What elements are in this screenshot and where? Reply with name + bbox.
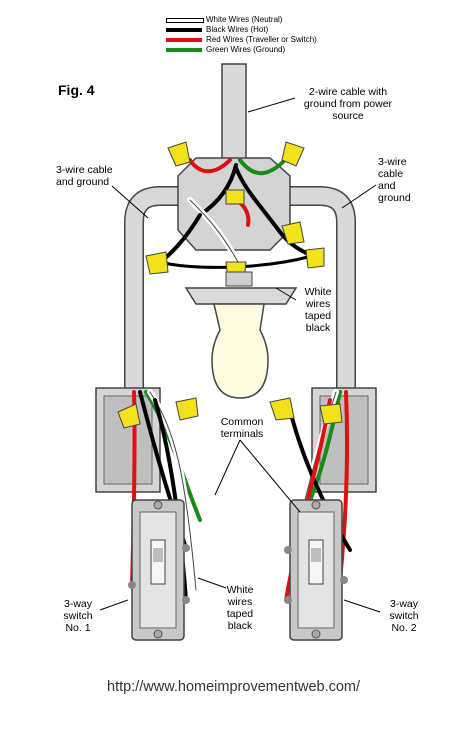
- ceiling-wires: [158, 158, 314, 269]
- light-fixture: [184, 271, 298, 399]
- legend-label-black: Black Wires (Hot): [206, 25, 269, 34]
- left-conduit: [124, 186, 195, 392]
- power-cable-label: 2-wire cable with ground from power sour…: [296, 86, 400, 122]
- white-wires-bottom-label-line: wires: [227, 596, 253, 608]
- white-wires-top-label-line: White: [304, 286, 332, 298]
- legend-label-red: Red Wires (Traveller or Switch): [206, 35, 317, 44]
- right-cable-label-line: 3-wire: [378, 156, 407, 168]
- wire-nuts-switches: [117, 397, 343, 429]
- switch-1-device: [128, 499, 190, 641]
- legend-swatch-black: [166, 28, 202, 32]
- switch-2-label-line: switch: [389, 610, 419, 622]
- white-wires-bottom-label-line: taped: [226, 608, 254, 620]
- right-cable-label: 3-wire cable and ground: [378, 156, 411, 204]
- power-cable-label-line: source: [332, 110, 364, 122]
- wire-nuts-ceiling: [145, 141, 325, 281]
- switch-1-label-line: switch: [63, 610, 93, 622]
- power-cable-label-line: ground from power: [303, 98, 393, 110]
- figure-label: Fig. 4: [58, 82, 95, 98]
- source-url[interactable]: http://www.homeimprovementweb.com/: [107, 679, 361, 695]
- legend-label-white: White Wires (Neutral): [206, 15, 283, 24]
- white-wires-bottom-label-line: White: [226, 584, 254, 596]
- left-cable-label-line: 3-wire cable: [56, 164, 113, 176]
- switch-2-label-line: No. 2: [391, 622, 417, 634]
- legend-swatch-red: [166, 38, 202, 42]
- right-cable-label-line: ground: [378, 192, 411, 204]
- white-wires-bottom-label: White wires taped black: [220, 584, 260, 632]
- legend-label-green: Green Wires (Ground): [206, 45, 286, 54]
- white-wires-top-label: White wires taped black: [298, 286, 338, 334]
- legend-swatch-white: [166, 18, 204, 23]
- right-conduit: [282, 186, 356, 392]
- right-cable-label-line: cable: [378, 168, 404, 180]
- legend-swatch-green: [166, 48, 202, 52]
- power-cable-label-line: 2-wire cable with: [308, 86, 388, 98]
- switch-1-label: 3-way switch No. 1: [56, 598, 100, 634]
- white-wires-top-label-line: taped: [304, 310, 332, 322]
- callout-lines: [99, 97, 381, 613]
- switch-2-device: [284, 499, 348, 641]
- white-wires-top-label-line: black: [305, 322, 331, 334]
- right-cable-label-line: and: [378, 180, 396, 192]
- left-switch-box: [95, 387, 161, 493]
- switch-1-label-line: 3-way: [63, 598, 92, 610]
- switch-2-label: 3-way switch No. 2: [382, 598, 426, 634]
- white-wires-bottom-label-line: black: [227, 620, 253, 632]
- common-terminals-label-line: terminals: [220, 428, 264, 440]
- common-terminals-label: Common terminals: [214, 416, 270, 440]
- common-terminals-label-line: Common: [220, 416, 264, 428]
- switch-1-label-line: No. 1: [65, 622, 91, 634]
- white-wires-top-label-line: wires: [305, 298, 331, 310]
- power-conduit: [221, 63, 247, 173]
- left-cable-label: 3-wire cable and ground: [56, 164, 113, 188]
- switch-2-label-line: 3-way: [389, 598, 418, 610]
- left-cable-label-line: and ground: [56, 176, 110, 188]
